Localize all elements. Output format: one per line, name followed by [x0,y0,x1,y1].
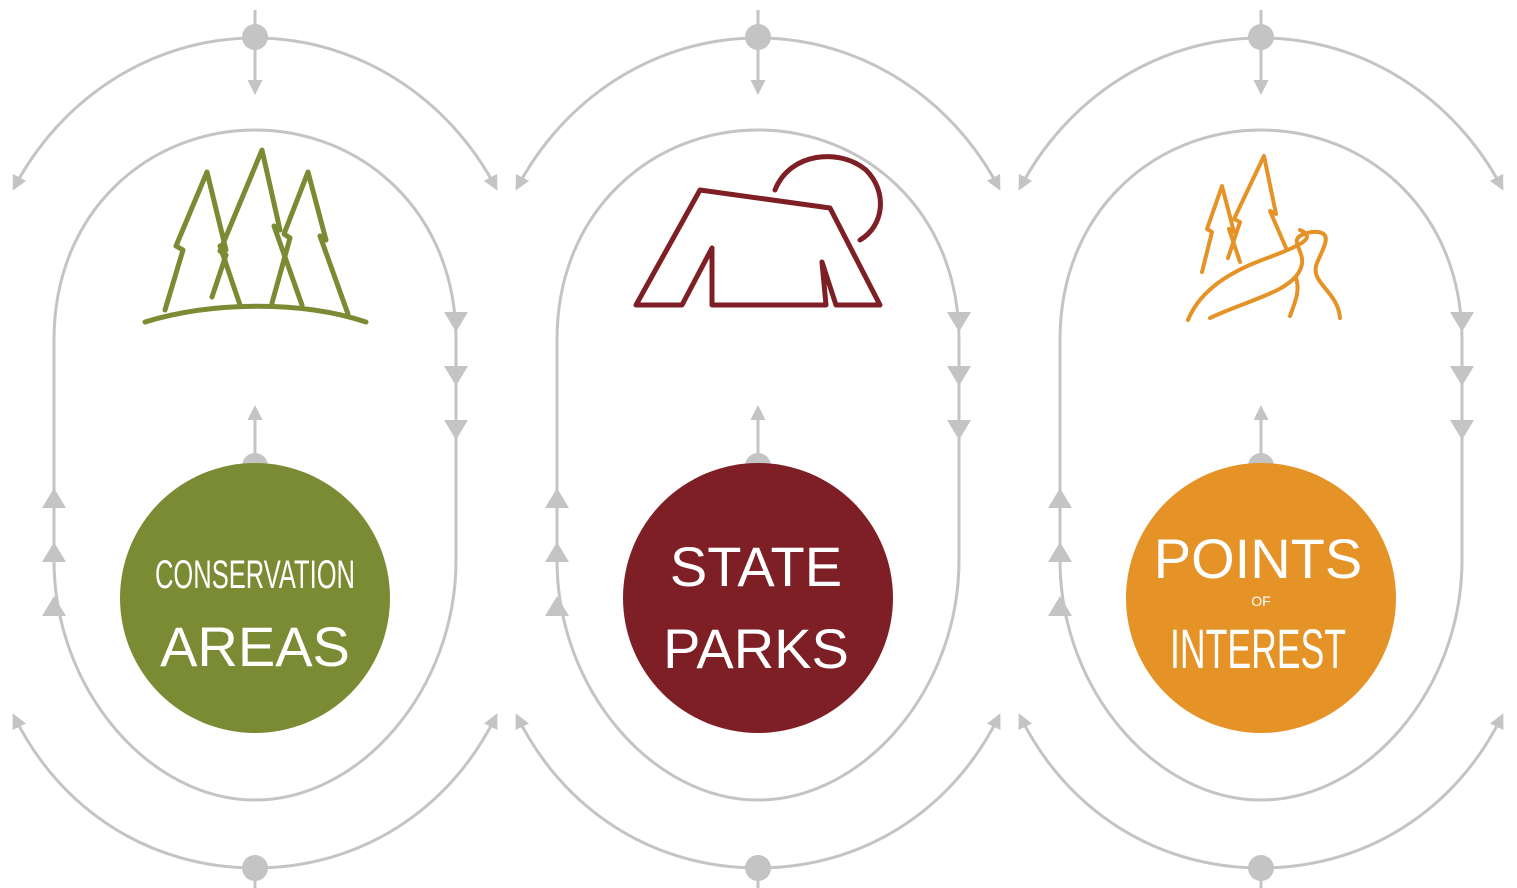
category-label-line2: INTEREST [1170,617,1346,680]
category-label-line2: PARKS [663,617,849,680]
rock-sun-icon [633,154,883,308]
category-label-line1: STATE [670,535,842,598]
column-interest: POINTS OF INTEREST [1018,10,1504,888]
flow-arrows [545,312,971,616]
category-circle [120,463,390,733]
column-frame [515,10,1001,888]
category-label-line2: AREAS [160,615,350,678]
column-frame [1018,10,1504,888]
forest-icon [142,147,369,325]
trees-river-icon [1186,154,1342,322]
column-conservation: CONSERVATION AREAS [12,10,498,888]
category-label-line1: POINTS [1154,527,1362,590]
category-circle [1126,463,1396,733]
category-circle [623,463,893,733]
flow-arrows [1048,312,1474,616]
category-label-line1: CONSERVATION [155,553,355,597]
column-frame [12,10,498,888]
column-parks: STATE PARKS [515,10,1001,888]
category-label-small: OF [1251,593,1270,609]
flow-arrows [42,312,468,616]
